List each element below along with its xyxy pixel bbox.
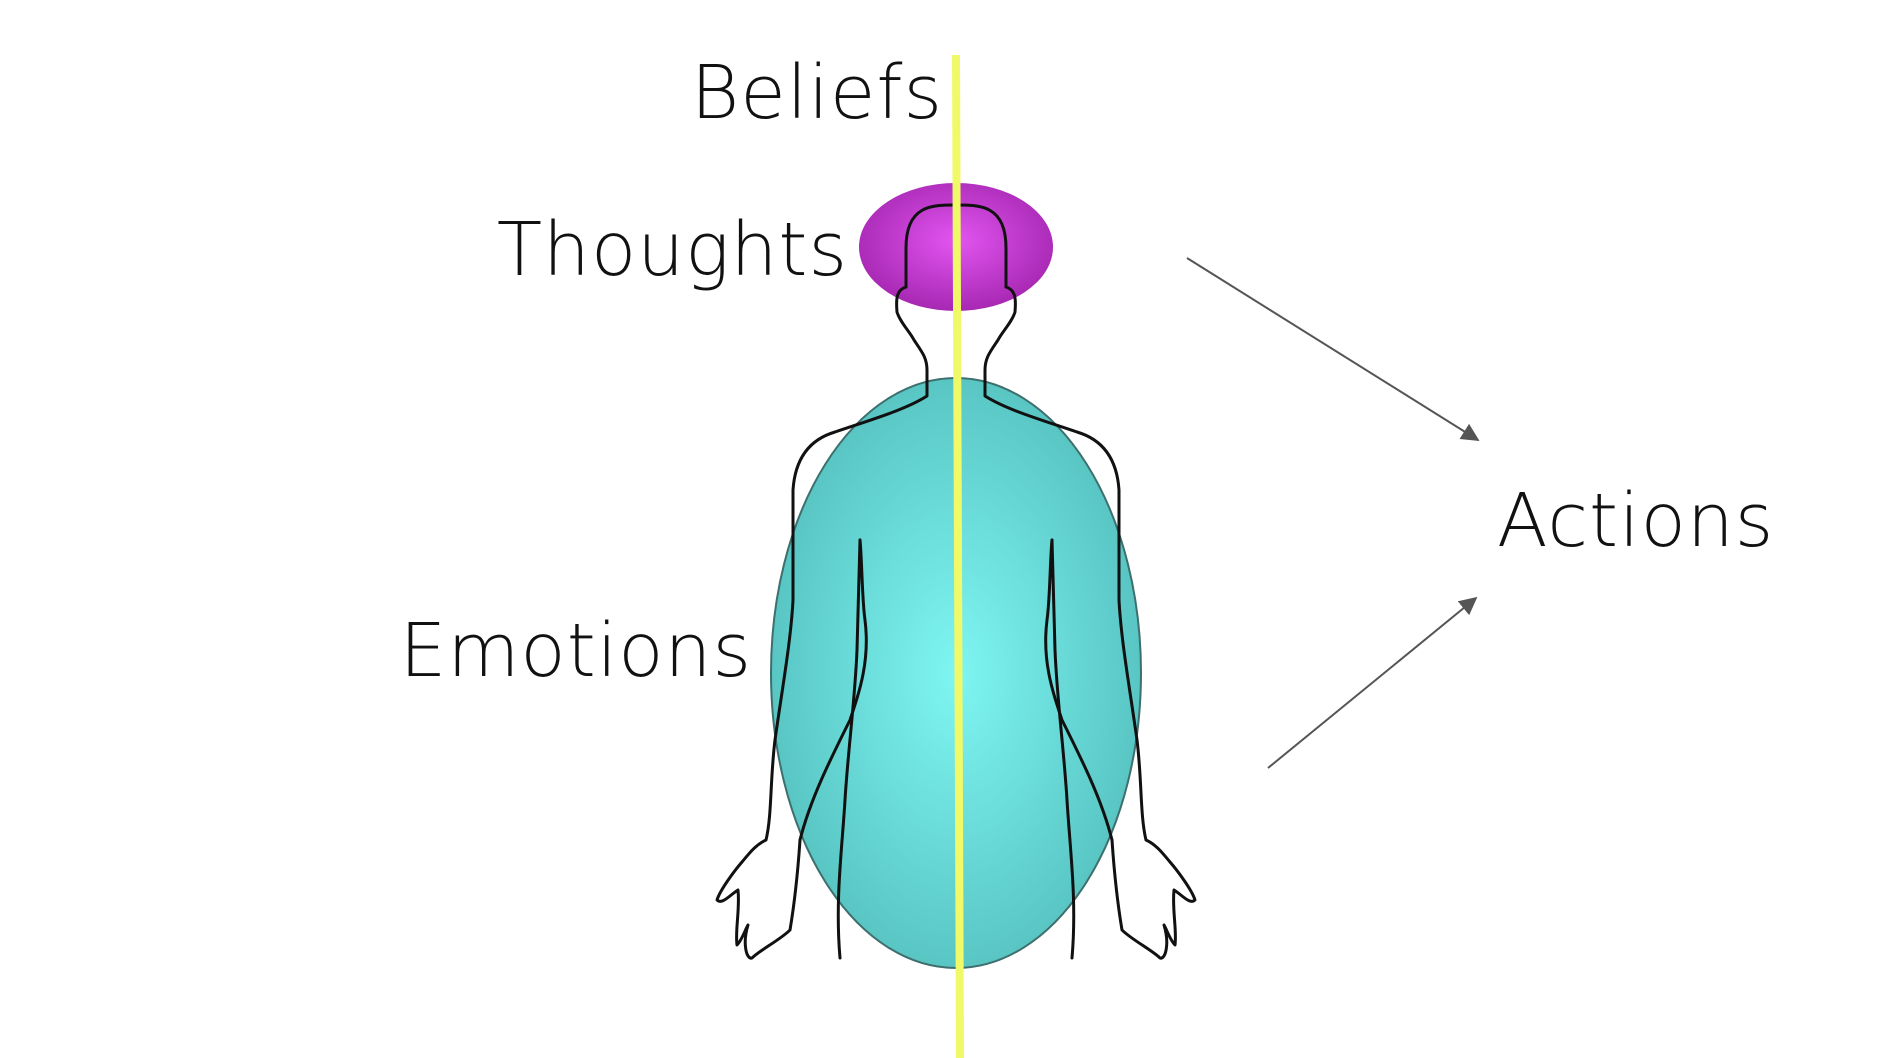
emotions-label: Emotions [400,608,752,694]
beliefs-label: Beliefs [691,50,943,136]
thoughts-label: Thoughts [497,207,848,293]
actions-label: Actions [1497,478,1774,564]
emotions-to-actions-arrow [1267,596,1478,769]
beliefs-line [952,54,964,1058]
thoughts-to-actions-arrow [1186,257,1480,441]
